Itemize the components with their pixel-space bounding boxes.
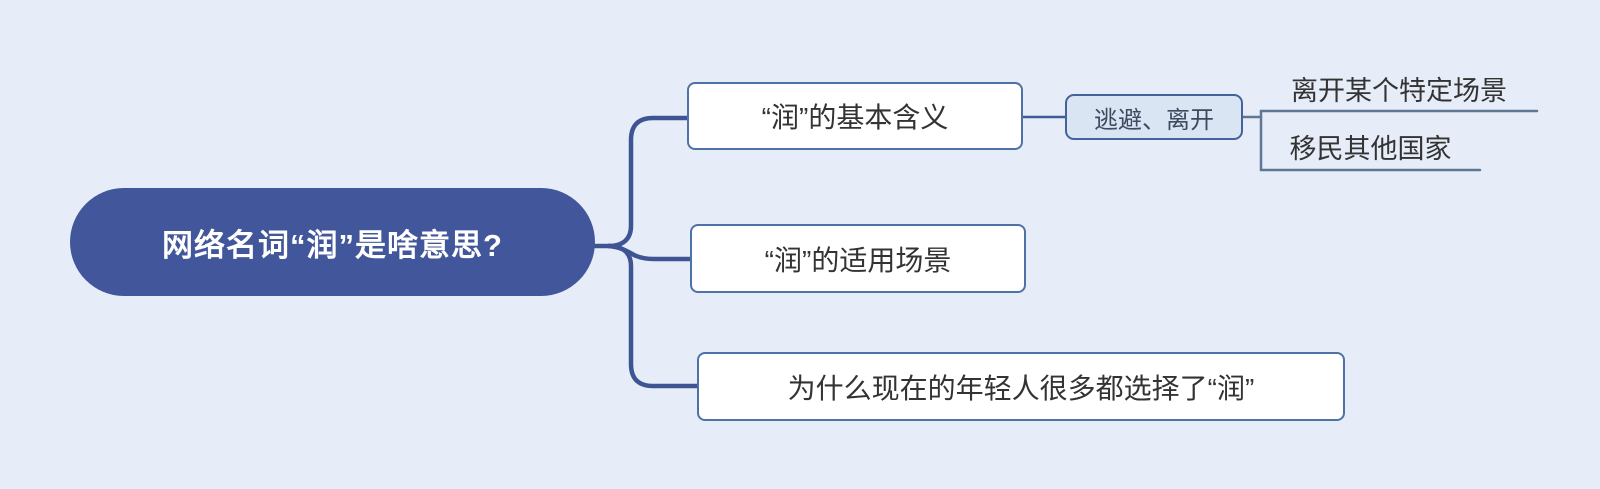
branch-node-label: “润”的适用场景 — [764, 244, 952, 276]
connector-root-to-branch-1 — [606, 115, 691, 249]
leaf-node-leave-specific-scene[interactable]: 离开某个特定场景 — [1261, 71, 1537, 108]
child-node-escape-leave[interactable]: 逃避、离开 — [1065, 94, 1243, 140]
branch-node-basic-meaning[interactable]: “润”的基本含义 — [687, 82, 1023, 150]
child-node-label: 逃避、离开 — [1094, 106, 1214, 134]
branch-node-why-young-people-choose[interactable]: 为什么现在的年轻人很多都选择了“润” — [697, 352, 1345, 421]
branch-node-label: “润”的基本含义 — [761, 102, 949, 133]
leaf-node-label: 移民其他国家 — [1289, 134, 1452, 164]
branch-node-applicable-scenarios[interactable]: “润”的适用场景 — [690, 224, 1026, 293]
leaf-node-emigrate-other-countries[interactable]: 移民其他国家 — [1261, 129, 1480, 166]
root-node-label: 网络名词“润”是啥意思? — [162, 227, 503, 263]
leaf-node-label: 离开某个特定场景 — [1291, 76, 1507, 106]
branch-node-label: 为什么现在的年轻人很多都选择了“润” — [787, 372, 1255, 404]
root-node[interactable]: 网络名词“润”是啥意思? — [70, 188, 595, 296]
connector-root-to-branch-3 — [606, 243, 701, 389]
